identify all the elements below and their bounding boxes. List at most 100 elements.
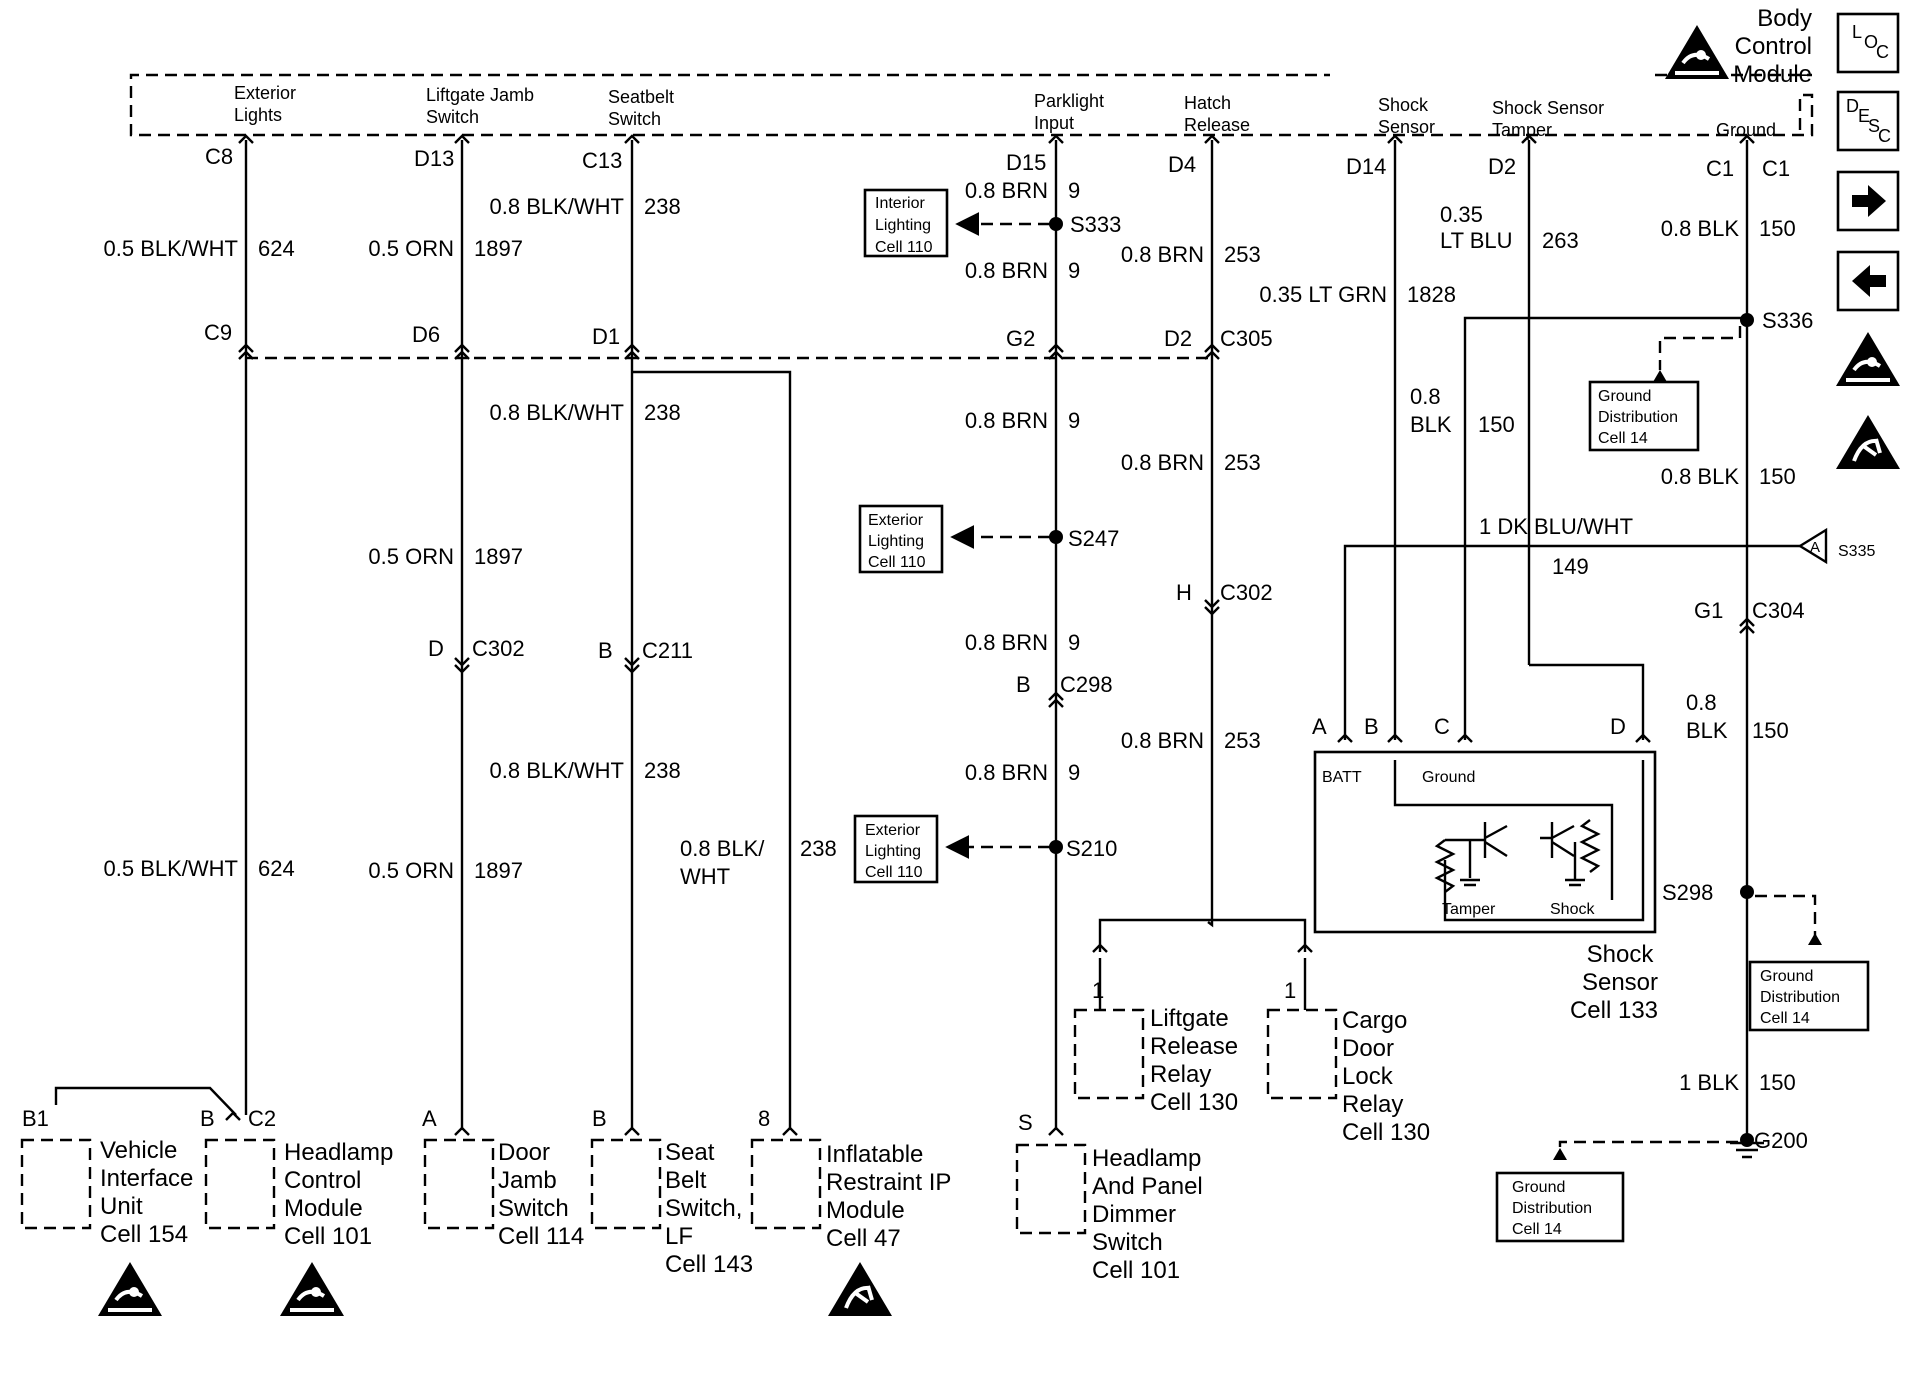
svg-text:Headlamp: Headlamp: [1092, 1145, 1201, 1172]
svg-text:C: C: [1878, 126, 1891, 146]
liftgate-release-relay: 1 Liftgate Release Relay Cell 130: [1073, 958, 1238, 1116]
ground-distribution-ref-1[interactable]: Ground Distribution Cell 14: [1588, 380, 1700, 452]
pin-label-parklight-2: Input: [1034, 113, 1074, 133]
pin-label-seatbelt-2: Switch: [608, 109, 661, 129]
location-button[interactable]: L O C: [1836, 12, 1900, 74]
svg-text:150: 150: [1478, 412, 1515, 437]
svg-text:D15: D15: [1006, 150, 1046, 175]
svg-text:9: 9: [1068, 258, 1080, 283]
exterior-lighting-ref-1[interactable]: Exterior Lighting Cell 110: [858, 504, 944, 574]
svg-text:C2: C2: [248, 1106, 276, 1131]
esd-icon: [1834, 330, 1902, 388]
svg-text:150: 150: [1759, 464, 1796, 489]
svg-text:D: D: [1610, 714, 1626, 739]
svg-text:BLK: BLK: [1686, 718, 1728, 743]
svg-text:S210: S210: [1066, 836, 1117, 861]
ground-distribution-ref-2[interactable]: Ground Distribution Cell 14: [1748, 960, 1870, 1032]
bcm-title-1: Body: [1757, 5, 1812, 32]
svg-text:E: E: [1858, 106, 1870, 126]
svg-text:C8: C8: [205, 144, 233, 169]
svg-text:0.8 BLK/WHT: 0.8 BLK/WHT: [490, 400, 624, 425]
svg-text:Unit: Unit: [100, 1193, 143, 1220]
arrow-right-icon: [1852, 185, 1886, 217]
sir-icon: [826, 1260, 894, 1318]
svg-text:LF: LF: [665, 1223, 693, 1250]
svg-text:Belt: Belt: [665, 1167, 707, 1194]
svg-text:Cell 110: Cell 110: [875, 239, 933, 256]
svg-text:C13: C13: [582, 148, 622, 173]
svg-text:D6: D6: [412, 322, 440, 347]
svg-text:624: 624: [258, 236, 295, 261]
splice-labels: S333 S247 S210 S336 S298 G200: [1066, 212, 1813, 1153]
svg-text:LT BLU: LT BLU: [1440, 228, 1513, 253]
svg-text:Door: Door: [498, 1139, 550, 1166]
svg-text:S: S: [1018, 1110, 1033, 1135]
svg-text:0.5 ORN: 0.5 ORN: [368, 236, 454, 261]
svg-text:Cell 14: Cell 14: [1598, 430, 1648, 447]
svg-text:Cell 130: Cell 130: [1150, 1089, 1238, 1116]
esd-icon: [1663, 23, 1731, 81]
body-control-module: Body Control Module Exterior Lights Lift…: [129, 5, 1814, 140]
svg-text:0.8 BRN: 0.8 BRN: [965, 178, 1048, 203]
svg-text:0.5 BLK/WHT: 0.5 BLK/WHT: [104, 856, 238, 881]
svg-text:B: B: [592, 1106, 607, 1131]
previous-page-button[interactable]: [1836, 250, 1900, 312]
svg-text:A: A: [422, 1106, 437, 1131]
exterior-lighting-ref-2[interactable]: Exterior Lighting Cell 110: [853, 814, 939, 884]
svg-text:1897: 1897: [474, 858, 523, 883]
description-button[interactable]: D E S C: [1836, 90, 1900, 152]
svg-text:S247: S247: [1068, 526, 1119, 551]
wires: [54, 140, 1800, 1140]
pin-label-parklight-1: Parklight: [1034, 91, 1104, 111]
svg-text:Interior: Interior: [875, 195, 925, 212]
svg-text:Distribution: Distribution: [1598, 409, 1678, 426]
svg-text:B: B: [1016, 672, 1031, 697]
bcm-title-2: Control: [1735, 33, 1812, 60]
svg-text:Cell 47: Cell 47: [826, 1225, 901, 1252]
svg-text:D: D: [1846, 96, 1859, 116]
svg-text:G1: G1: [1694, 598, 1723, 623]
svg-text:0.5 ORN: 0.5 ORN: [368, 858, 454, 883]
svg-text:WHT: WHT: [680, 864, 730, 889]
svg-text:Cargo: Cargo: [1342, 1007, 1407, 1034]
svg-text:253: 253: [1224, 450, 1261, 475]
pin-label-shock-tamper-1: Shock Sensor: [1492, 98, 1604, 118]
svg-text:C298: C298: [1060, 672, 1113, 697]
svg-text:624: 624: [258, 856, 295, 881]
svg-text:238: 238: [644, 400, 681, 425]
svg-text:Switch: Switch: [498, 1195, 569, 1222]
svg-text:D2: D2: [1164, 326, 1192, 351]
svg-text:150: 150: [1759, 216, 1796, 241]
svg-text:S333: S333: [1070, 212, 1121, 237]
svg-text:0.8 BRN: 0.8 BRN: [965, 760, 1048, 785]
svg-text:L: L: [1852, 22, 1862, 42]
door-jamb-switch: A Door Jamb Switch Cell 114: [422, 1106, 584, 1250]
svg-text:238: 238: [644, 758, 681, 783]
svg-text:Exterior: Exterior: [865, 822, 921, 839]
svg-text:C1: C1: [1762, 156, 1790, 181]
svg-text:Cell 101: Cell 101: [284, 1223, 372, 1250]
next-page-button[interactable]: [1836, 170, 1900, 232]
svg-text:D: D: [428, 636, 444, 661]
svg-text:1 DK BLU/WHT: 1 DK BLU/WHT: [1479, 514, 1633, 539]
svg-text:8: 8: [758, 1106, 770, 1131]
svg-text:Lighting: Lighting: [865, 843, 921, 860]
svg-text:9: 9: [1068, 630, 1080, 655]
svg-text:Relay: Relay: [1150, 1061, 1211, 1088]
svg-text:1828: 1828: [1407, 282, 1456, 307]
svg-text:0.8 BLK/: 0.8 BLK/: [680, 836, 765, 861]
svg-text:Cell 114: Cell 114: [498, 1223, 584, 1250]
svg-text:Liftgate: Liftgate: [1150, 1005, 1229, 1032]
batt-label: BATT: [1322, 769, 1362, 786]
pin-label-seatbelt-1: Seatbelt: [608, 87, 674, 107]
svg-text:0.5 BLK/WHT: 0.5 BLK/WHT: [104, 236, 238, 261]
svg-text:0.8 BLK/WHT: 0.8 BLK/WHT: [490, 758, 624, 783]
svg-text:Vehicle: Vehicle: [100, 1137, 177, 1164]
svg-text:253: 253: [1224, 242, 1261, 267]
ground-distribution-ref-3[interactable]: Ground Distribution Cell 14: [1495, 1171, 1625, 1243]
interior-lighting-ref[interactable]: Interior Lighting Cell 110: [863, 188, 949, 258]
svg-text:A: A: [1312, 714, 1327, 739]
svg-text:H: H: [1176, 580, 1192, 605]
svg-text:Cell 110: Cell 110: [865, 864, 923, 881]
svg-text:238: 238: [644, 194, 681, 219]
